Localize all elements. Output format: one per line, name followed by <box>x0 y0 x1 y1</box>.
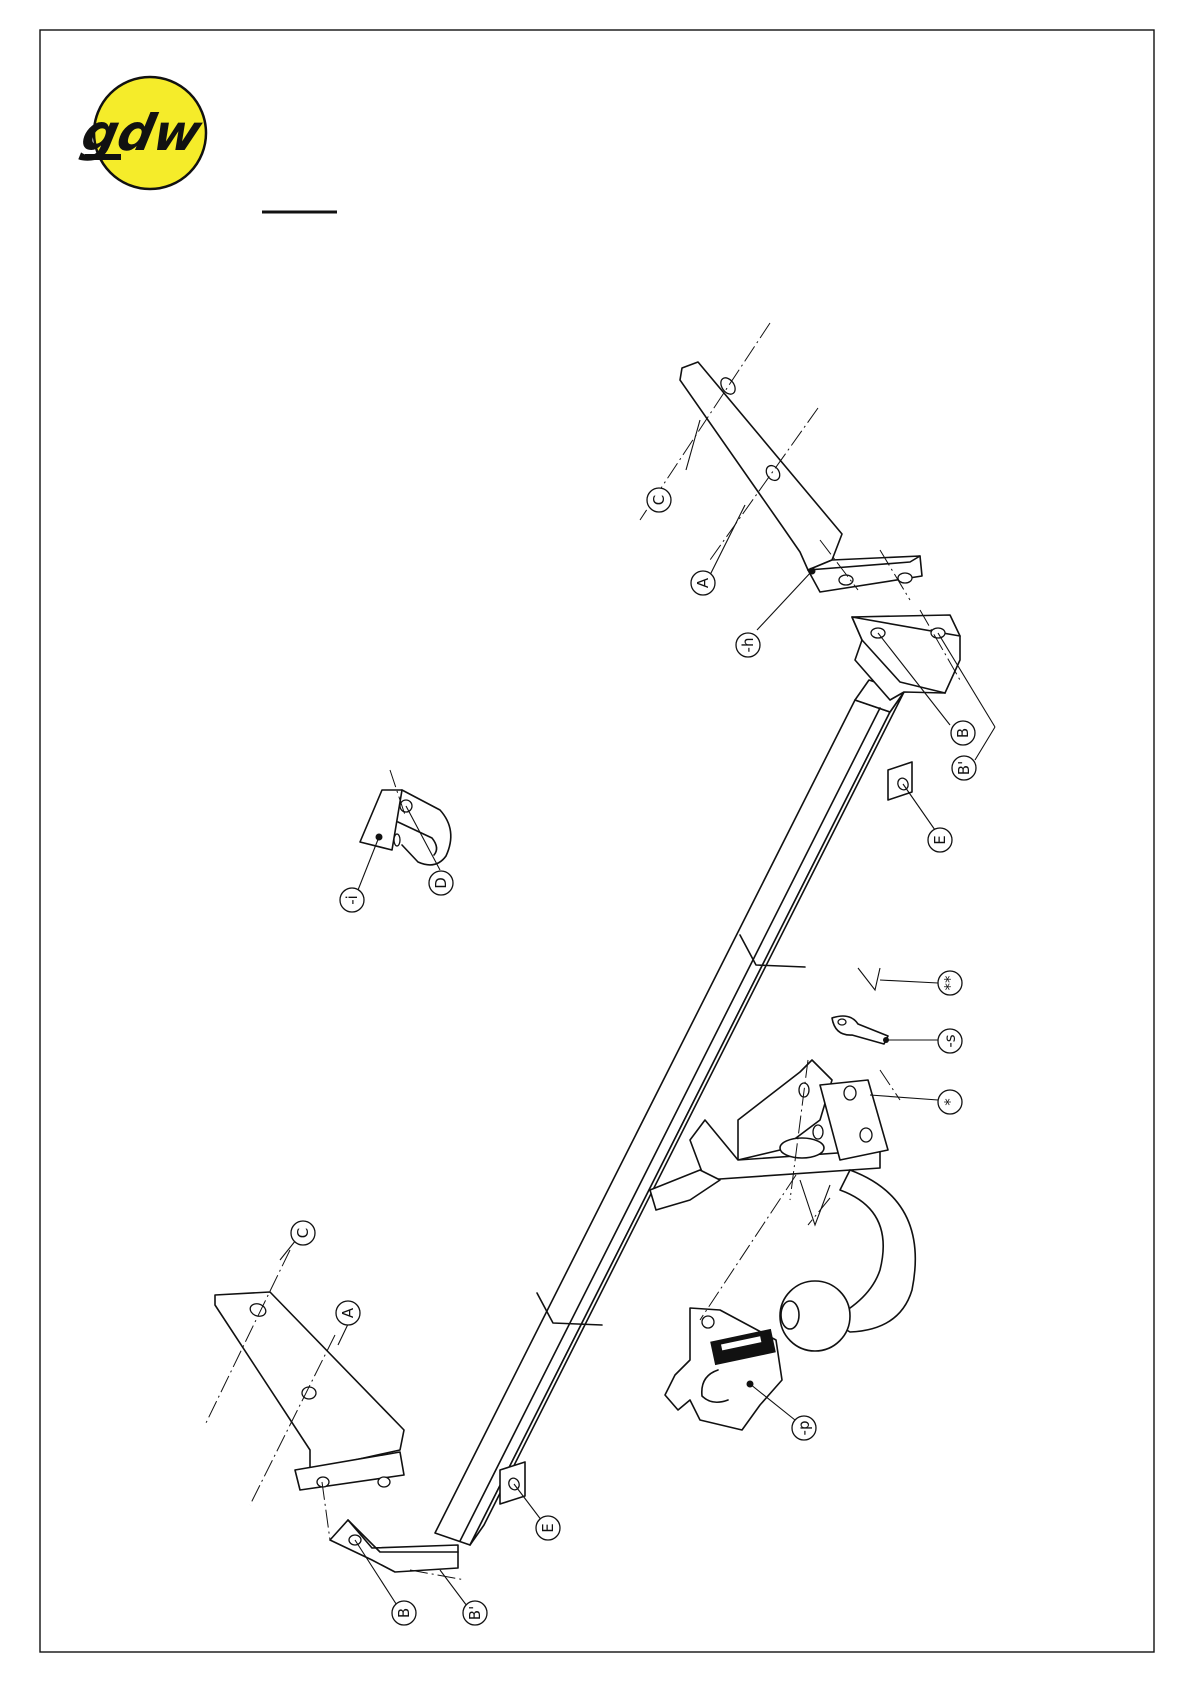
callout-s-bolt: -s <box>938 1029 962 1053</box>
svg-text:-s: -s <box>941 1034 959 1047</box>
svg-text:-i: -i <box>343 895 361 905</box>
s-bolt-part <box>832 1016 889 1044</box>
svg-text:-p: -p <box>795 1421 813 1436</box>
svg-text:A: A <box>694 577 712 588</box>
top-e-tab <box>888 762 912 800</box>
svg-text:-h: -h <box>739 638 757 653</box>
svg-text:**: ** <box>941 975 959 991</box>
callout-e-right: E <box>928 828 952 852</box>
callout-c-top: C <box>647 488 671 512</box>
gdw-logo: gdw <box>77 77 207 189</box>
top-side-bracket <box>680 362 922 592</box>
svg-text:B': B' <box>466 1606 484 1620</box>
socket-plate <box>665 1308 782 1430</box>
star2-marker-shape <box>858 968 880 990</box>
callout-b-prime-bottom: B' <box>463 1601 487 1625</box>
callout-star1: * <box>938 1090 962 1114</box>
svg-text:A: A <box>339 1307 357 1318</box>
callout-a-top: A <box>691 571 715 595</box>
callout-h-top: -h <box>736 633 760 657</box>
callout-i-mid: -i <box>340 888 364 912</box>
bottom-e-tab <box>500 1462 525 1504</box>
svg-text:B: B <box>954 728 972 738</box>
svg-text:E: E <box>539 1523 557 1532</box>
callout-e-bottom: E <box>536 1516 560 1540</box>
callout-d-mid: D <box>429 871 453 895</box>
svg-text:C: C <box>294 1228 312 1238</box>
callout-p-plate: -p <box>792 1416 816 1440</box>
svg-text:*: * <box>941 1098 959 1106</box>
gdw-logo-text: gdw <box>77 104 207 162</box>
callout-b-prime-right: B' <box>952 756 976 780</box>
page-frame <box>40 30 1154 1652</box>
callout-b-bottom: B <box>392 1601 416 1625</box>
callout-b-right: B <box>951 721 975 745</box>
callout-star2: ** <box>938 971 962 995</box>
callout-a-bottom: A <box>336 1301 360 1325</box>
svg-text:C: C <box>650 495 668 505</box>
svg-text:B: B <box>395 1608 413 1618</box>
d-clip-bracket <box>360 790 451 865</box>
svg-text:B': B' <box>955 761 973 775</box>
bottom-side-bracket <box>215 1292 404 1490</box>
svg-text:E: E <box>931 835 949 844</box>
svg-text:D: D <box>432 877 450 889</box>
wedge-lines <box>800 1180 830 1225</box>
callout-c-bottom: C <box>291 1221 315 1245</box>
